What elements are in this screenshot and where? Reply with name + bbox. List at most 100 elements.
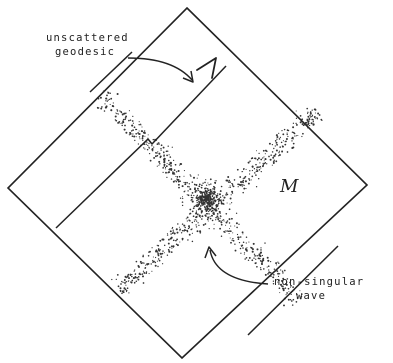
dust-dot — [155, 256, 157, 259]
dust-dot — [162, 238, 165, 241]
dust-dot — [134, 273, 136, 275]
dust-dot — [261, 263, 263, 266]
dust-dot — [300, 296, 302, 298]
dust-dot — [175, 175, 177, 177]
dust-dot — [276, 143, 278, 146]
dust-dot — [255, 174, 257, 176]
dust-dot — [170, 169, 173, 172]
dust-dot — [257, 177, 260, 180]
dust-dot — [268, 269, 270, 271]
dust-dot — [155, 250, 157, 253]
dust-dot — [275, 134, 278, 137]
dust-dot — [278, 287, 281, 290]
dust-dot — [144, 135, 146, 137]
dust-dot — [198, 189, 200, 192]
dust-dot — [169, 246, 171, 249]
dust-dot — [266, 266, 268, 268]
dust-dot — [242, 191, 244, 194]
dust-dot — [270, 154, 272, 156]
dust-dot — [134, 139, 136, 142]
dust-dot — [143, 130, 146, 132]
dust-dot — [249, 160, 251, 162]
dust-dot — [124, 288, 127, 291]
dust-dot — [142, 139, 144, 142]
dust-dot — [215, 180, 217, 182]
dust-dot — [257, 166, 259, 168]
dust-dot — [228, 208, 231, 211]
dust-dot — [299, 297, 302, 300]
dust-dot — [188, 219, 190, 221]
dust-dot — [271, 143, 274, 146]
dust-dot — [157, 244, 160, 247]
wave-label-line1: non-singular — [274, 276, 364, 288]
dust-dot — [166, 233, 168, 235]
dust-dot — [252, 166, 254, 168]
dust-dot — [142, 270, 145, 272]
dust-dot — [170, 178, 173, 180]
dust-dot — [262, 257, 265, 260]
dust-dot — [314, 118, 316, 120]
dust-dot — [142, 254, 144, 256]
dust-dot — [167, 145, 169, 147]
dust-dot — [184, 181, 187, 184]
dust-dot — [104, 103, 106, 105]
dust-dot — [176, 176, 179, 178]
dust-dot — [302, 132, 304, 135]
dust-dot — [261, 260, 264, 263]
dust-dot — [217, 195, 219, 197]
dust-dot — [205, 215, 207, 217]
dust-dot — [282, 285, 284, 287]
dust-dot — [248, 256, 251, 259]
dust-dot — [237, 183, 240, 186]
dust-dot — [153, 260, 155, 263]
dust-dot — [197, 203, 200, 206]
dust-dot — [158, 259, 161, 262]
dust-dot — [145, 271, 148, 273]
dust-dot — [281, 281, 283, 283]
dust-dot — [228, 218, 231, 221]
dust-dot — [174, 180, 176, 182]
dust-dot — [235, 222, 238, 225]
dust-dot — [134, 275, 137, 278]
dust-dot — [197, 208, 200, 211]
dust-dot — [163, 157, 166, 160]
dust-dot — [191, 200, 194, 203]
dust-dot — [241, 186, 243, 188]
dust-dot — [217, 218, 220, 221]
dust-dot — [201, 215, 204, 218]
dust-dot — [172, 180, 175, 183]
dust-dot — [275, 262, 278, 265]
dust-dot — [139, 260, 142, 263]
dust-dot — [164, 166, 167, 169]
dust-dot — [278, 152, 280, 154]
dust-dot — [166, 254, 169, 256]
dust-dot — [196, 230, 199, 233]
dust-dot — [286, 278, 289, 280]
dust-dot — [126, 287, 129, 289]
dust-dot — [241, 231, 244, 234]
dust-dot — [176, 178, 178, 180]
dust-dot — [242, 179, 245, 182]
dust-dot — [215, 205, 218, 207]
dust-dot — [287, 129, 290, 132]
dust-dot — [227, 176, 230, 178]
dust-dot — [211, 214, 213, 217]
dust-dot — [200, 211, 203, 214]
dust-dot — [114, 115, 117, 118]
dust-dot — [171, 146, 173, 148]
dust-dot — [279, 146, 282, 148]
dust-dot — [223, 220, 225, 222]
dust-dot — [210, 202, 213, 205]
dust-dot — [201, 194, 203, 197]
dust-dot — [241, 184, 244, 186]
dust-dot — [253, 253, 256, 255]
dust-dot — [191, 240, 194, 243]
dust-dot — [280, 269, 282, 271]
dust-dot — [106, 94, 108, 97]
dust-dot — [157, 265, 159, 268]
dust-dot — [178, 186, 180, 189]
dust-dot — [225, 224, 227, 226]
dust-dot — [157, 253, 159, 256]
dust-dot — [220, 223, 223, 226]
dust-dot — [159, 156, 162, 159]
